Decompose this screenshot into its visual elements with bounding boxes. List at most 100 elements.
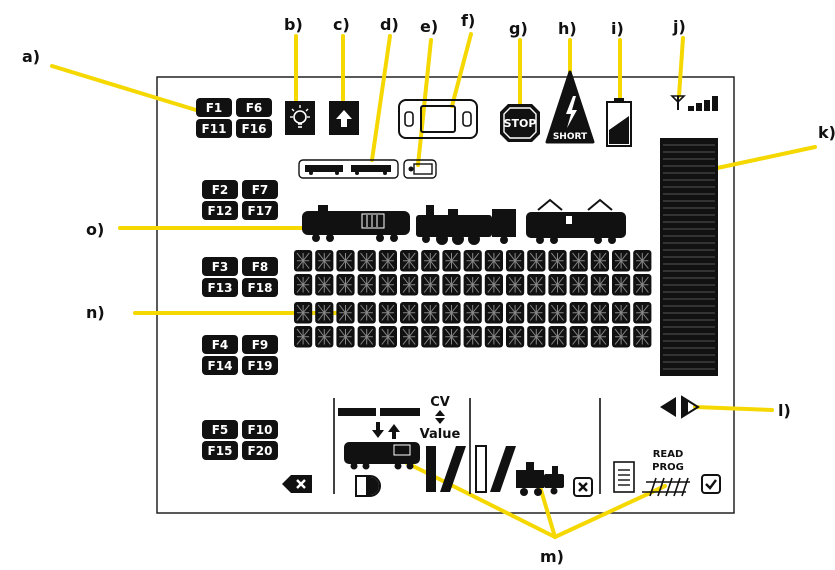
- segment-cell: [294, 302, 313, 324]
- fkey-box: [242, 420, 278, 439]
- fkey-group-4: F4 F9 F14 F19: [202, 335, 278, 375]
- shape-button-icon: [355, 475, 381, 497]
- callout-line-m3: [553, 484, 667, 539]
- segment-cell: [484, 274, 503, 296]
- delete-box-icon: [573, 477, 593, 497]
- segment-cell: [548, 274, 567, 296]
- direction-arrow-icon: [329, 101, 359, 135]
- fkey-box: [202, 201, 238, 220]
- segment-cell: [548, 250, 567, 272]
- electric-loco-icon: [526, 198, 626, 244]
- segment-cell: [336, 250, 355, 272]
- fkey-label: F14: [208, 359, 233, 373]
- fkey-box: [242, 441, 278, 460]
- callout-i: i): [611, 19, 624, 38]
- check-box-icon: [701, 474, 721, 494]
- speed-bar-segments: [663, 144, 715, 370]
- fkey-label: F11: [202, 122, 227, 136]
- segment-cell: [612, 250, 631, 272]
- fkey-label: F4: [212, 338, 229, 352]
- function-key-blocks: F1 F6 F11 F16 F2 F7 F12 F17 F3 F8 F13 F1…: [196, 98, 278, 460]
- fkey-group-1: F1 F6 F11 F16: [196, 98, 272, 138]
- double-loco-icon: [298, 159, 399, 179]
- segment-cell: [590, 250, 609, 272]
- short-warning-icon: SHORT: [545, 70, 595, 144]
- fkey-group-2: F2 F7 F12 F17: [202, 180, 278, 220]
- segment-cell: [569, 302, 588, 324]
- segment-cell: [378, 250, 397, 272]
- segment-cell: [400, 326, 419, 348]
- segment-cell: [442, 274, 461, 296]
- fkey-label: F16: [242, 122, 267, 136]
- segment-cell: [527, 274, 546, 296]
- segment-cell: [357, 250, 376, 272]
- callout-o: o): [86, 220, 104, 239]
- callout-line-l: [693, 405, 774, 412]
- fkey-box: [196, 98, 232, 117]
- callout-a: a): [22, 47, 40, 66]
- segment-cell: [612, 326, 631, 348]
- segment-cell: [294, 250, 313, 272]
- fkey-box: [196, 119, 232, 138]
- segment-cell: [527, 302, 546, 324]
- callout-labels: a) b) c) d) e) f) g) h) i) j) k) l) m) n…: [22, 11, 835, 566]
- segment-cell: [633, 274, 652, 296]
- segment-cell: [315, 274, 334, 296]
- stop-sign-icon: STOP: [500, 104, 540, 142]
- consist-icon-group: [338, 408, 420, 470]
- segment-cell: [633, 302, 652, 324]
- cv-value-indicator: CV Value: [420, 395, 461, 442]
- segment-cell: [484, 250, 503, 272]
- fkey-label: F5: [212, 423, 229, 437]
- fkey-box: [236, 119, 272, 138]
- segment-cell: [315, 250, 334, 272]
- segment-cell: [442, 326, 461, 348]
- segment-cell: [421, 274, 440, 296]
- fkey-label: F7: [252, 183, 269, 197]
- callout-line-m1: [385, 451, 557, 539]
- segment-cell: [421, 326, 440, 348]
- callout-line-k: [706, 145, 817, 172]
- callout-l: l): [778, 401, 791, 420]
- callout-line-f: [450, 32, 473, 108]
- fkey-label: F12: [208, 204, 233, 218]
- stop-sign-label: STOP: [504, 117, 537, 130]
- segment-cell: [294, 326, 313, 348]
- fkey-box: [242, 278, 278, 297]
- fkey-box: [202, 356, 238, 375]
- fkey-label: F8: [252, 260, 269, 274]
- segment-cell: [569, 274, 588, 296]
- segment-cell: [590, 302, 609, 324]
- callout-e: e): [420, 17, 438, 36]
- light-bulb-icon: [285, 101, 315, 135]
- cv-label: CV: [430, 395, 450, 410]
- segment-cell: [548, 326, 567, 348]
- section-dividers: [333, 398, 601, 494]
- callout-line-d: [370, 34, 392, 162]
- fkey-label: F18: [248, 281, 273, 295]
- callout-m: m): [540, 547, 564, 566]
- segment-cell: [357, 302, 376, 324]
- segment-cell: [633, 250, 652, 272]
- callout-c: c): [333, 15, 350, 34]
- segment-cell: [442, 302, 461, 324]
- fkey-label: F19: [248, 359, 273, 373]
- document-icon: [613, 461, 635, 493]
- fkey-label: F1: [206, 101, 223, 115]
- direction-arrows-icon: [660, 395, 700, 419]
- segment-cell: [378, 302, 397, 324]
- value-label: Value: [420, 427, 461, 442]
- fkey-box: [242, 257, 278, 276]
- segment-cell: [506, 302, 525, 324]
- slash-segment-icon: [426, 445, 516, 493]
- fkey-group-3: F3 F8 F13 F18: [202, 257, 278, 297]
- callout-j: j): [672, 17, 686, 36]
- callout-line-a: [50, 64, 198, 112]
- decoder-small-icon: [403, 159, 437, 179]
- segment-cell: [357, 274, 376, 296]
- callout-lines: [50, 32, 817, 539]
- fkey-box: [202, 257, 238, 276]
- steam-loco-icon: [416, 205, 516, 245]
- callout-h: h): [558, 19, 577, 38]
